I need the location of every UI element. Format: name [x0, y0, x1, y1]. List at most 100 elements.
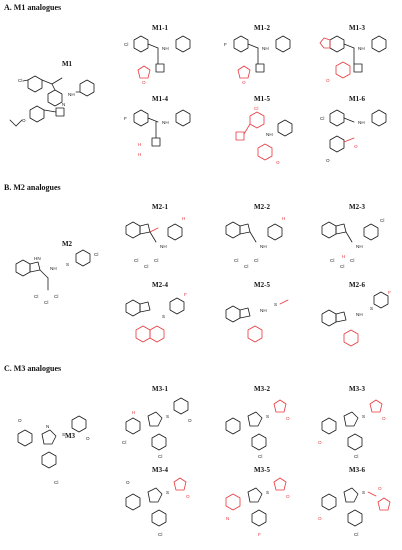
structure-m3-4: O S O Cl: [125, 477, 190, 537]
cl-atom: Cl: [122, 440, 126, 445]
nh-atom: NH: [50, 266, 57, 271]
cl-atom: Cl: [234, 258, 238, 263]
structure-m1-2: F NH O: [224, 35, 291, 85]
o-atom: O: [286, 416, 290, 421]
cl-atom: Cl: [244, 264, 248, 269]
compound-label-m2-4: M2-4: [152, 281, 168, 289]
compound-label-m1-4: M1-4: [152, 95, 168, 103]
nh-atom: NH: [266, 132, 273, 137]
cl-atom: Cl: [54, 294, 58, 299]
structure-m2-4: S F: [125, 292, 187, 343]
structure-m3-2: S O Cl: [225, 399, 290, 459]
nh-atom: NH: [358, 120, 365, 125]
compound-label-m1-1: M1-1: [152, 24, 168, 32]
compound-label-m3: M3: [64, 432, 76, 440]
h-atom: H: [182, 216, 185, 221]
structure-m1-6: Cl NH O O: [320, 109, 387, 163]
hn-atom: HN: [34, 256, 41, 261]
section-title-a: A. M1 analogues: [4, 3, 62, 12]
n-atom: N: [226, 516, 229, 521]
f-atom: F: [124, 116, 127, 121]
f-atom: F: [388, 290, 391, 295]
nh-atom: NH: [68, 92, 75, 97]
structure-m1-4: F NH H H: [124, 109, 191, 157]
o-atom: O: [242, 80, 246, 85]
compound-label-m1-5: M1-5: [254, 95, 270, 103]
cl-atom: Cl: [258, 454, 262, 459]
cl-atom: Cl: [54, 480, 58, 485]
s-atom: S: [66, 262, 69, 267]
o-atom: O: [318, 516, 322, 521]
structure-m2-3: Cl NH H Cl Cl Cl: [321, 218, 384, 269]
h-atom: H: [342, 254, 345, 259]
compound-label-m2-5: M2-5: [254, 281, 270, 289]
compound-label-m3-3: M3-3: [349, 385, 365, 393]
section-title-c: C. M3 analogues: [4, 364, 62, 373]
nh-atom: NH: [160, 244, 167, 249]
nh-atom: NH: [260, 308, 267, 313]
cl-atom: Cl: [350, 258, 354, 263]
structure-m1-3: NH O: [319, 35, 387, 83]
s-atom: S: [266, 414, 269, 419]
compound-label-m3-4: M3-4: [152, 466, 168, 474]
nh-atom: NH: [262, 46, 269, 51]
structure-m1: Cl N O NH: [9, 75, 95, 127]
n-atom: N: [62, 102, 65, 107]
s-atom: S: [362, 414, 365, 419]
compound-label-m2-6: M2-6: [349, 281, 365, 289]
nh-atom: NH: [162, 46, 169, 51]
structure-m2-1: H NH Cl Cl Cl: [125, 216, 185, 269]
cl-atom: Cl: [254, 106, 258, 111]
cl-atom: Cl: [144, 264, 148, 269]
cl-atom: Cl: [154, 258, 158, 263]
cl-atom: Cl: [94, 252, 98, 257]
o-atom: O: [276, 160, 280, 165]
o-atom: O: [382, 416, 386, 421]
o-atom: O: [286, 494, 290, 499]
nh-atom: NH: [356, 312, 363, 317]
o-atom: O: [326, 158, 330, 163]
structure-m1-5: Cl NH O: [235, 106, 293, 165]
compound-label-m1: M1: [61, 60, 73, 68]
h-atom: H: [132, 410, 135, 415]
section-title-b: B. M2 analogues: [4, 183, 61, 192]
o-atom: O: [186, 494, 190, 499]
cl-atom: Cl: [34, 294, 38, 299]
o-atom: O: [188, 418, 192, 423]
structure-m3-6: O S O Cl: [318, 486, 391, 537]
cl-atom: Cl: [44, 300, 48, 305]
f-atom: F: [224, 42, 227, 47]
compound-label-m1-6: M1-6: [349, 95, 365, 103]
compound-label-m1-2: M1-2: [254, 24, 270, 32]
o-atom: O: [22, 118, 26, 123]
f-atom: F: [184, 292, 187, 297]
structure-m2: HN NH S Cl Cl Cl Cl: [15, 249, 98, 305]
cl-atom: Cl: [354, 454, 358, 459]
compound-label-m2-1: M2-1: [152, 203, 168, 211]
cl-atom: Cl: [18, 78, 22, 83]
nh-atom: NH: [356, 244, 363, 249]
cl-atom: Cl: [124, 42, 128, 47]
compound-label-m2: M2: [61, 240, 73, 248]
compound-label-m3-1: M3-1: [152, 385, 168, 393]
cl-atom: Cl: [158, 454, 162, 459]
s-atom: S: [370, 306, 373, 311]
structure-m1-1: Cl NH O: [124, 35, 191, 85]
cl-atom: Cl: [134, 258, 138, 263]
o-atom: O: [378, 486, 382, 491]
s-atom: S: [166, 490, 169, 495]
h-atom: H: [138, 152, 141, 157]
structure-m2-5: NH S: [225, 299, 289, 343]
structure-m3-3: O S O Cl: [318, 399, 386, 459]
compound-label-m2-3: M2-3: [349, 203, 365, 211]
cl-atom: Cl: [330, 258, 334, 263]
structure-m2-6: NH S F: [321, 290, 391, 347]
h-atom: H: [282, 216, 285, 221]
compound-label-m3-2: M3-2: [254, 385, 270, 393]
cl-atom: Cl: [320, 116, 324, 121]
cl-atom: Cl: [380, 218, 384, 223]
cl-atom: Cl: [254, 258, 258, 263]
compound-label-m3-6: M3-6: [349, 466, 365, 474]
h-atom: H: [138, 142, 141, 147]
structure-m3-1: H Cl S O Cl: [122, 397, 192, 459]
